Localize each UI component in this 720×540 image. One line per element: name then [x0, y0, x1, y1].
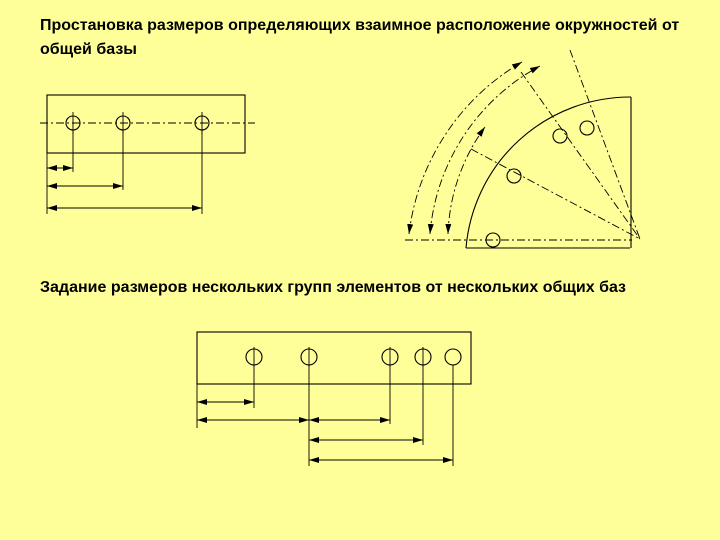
angular-dimension-arc [445, 126, 486, 235]
hole [444, 348, 462, 366]
plate-drawing-multiple-bases [196, 331, 472, 466]
radial-axis [470, 148, 641, 240]
radial-axis [520, 71, 641, 240]
heading-multiple-bases: Задание размеров нескольких групп элемен… [40, 279, 626, 296]
arc-outline [465, 96, 632, 249]
hole [579, 120, 595, 136]
plate-drawing-common-base [40, 94, 255, 214]
plate-outline [196, 331, 472, 385]
angular-dimension-arc [407, 61, 523, 235]
radial-axis [569, 49, 641, 240]
plate-outline [46, 94, 246, 154]
hole [506, 168, 522, 184]
angular-dimension-arc [427, 65, 541, 235]
heading-common-base: Простановка размеров определяющих взаимн… [40, 17, 680, 58]
hole [552, 128, 568, 144]
arc-drawing-angular-dimensions [405, 49, 641, 249]
